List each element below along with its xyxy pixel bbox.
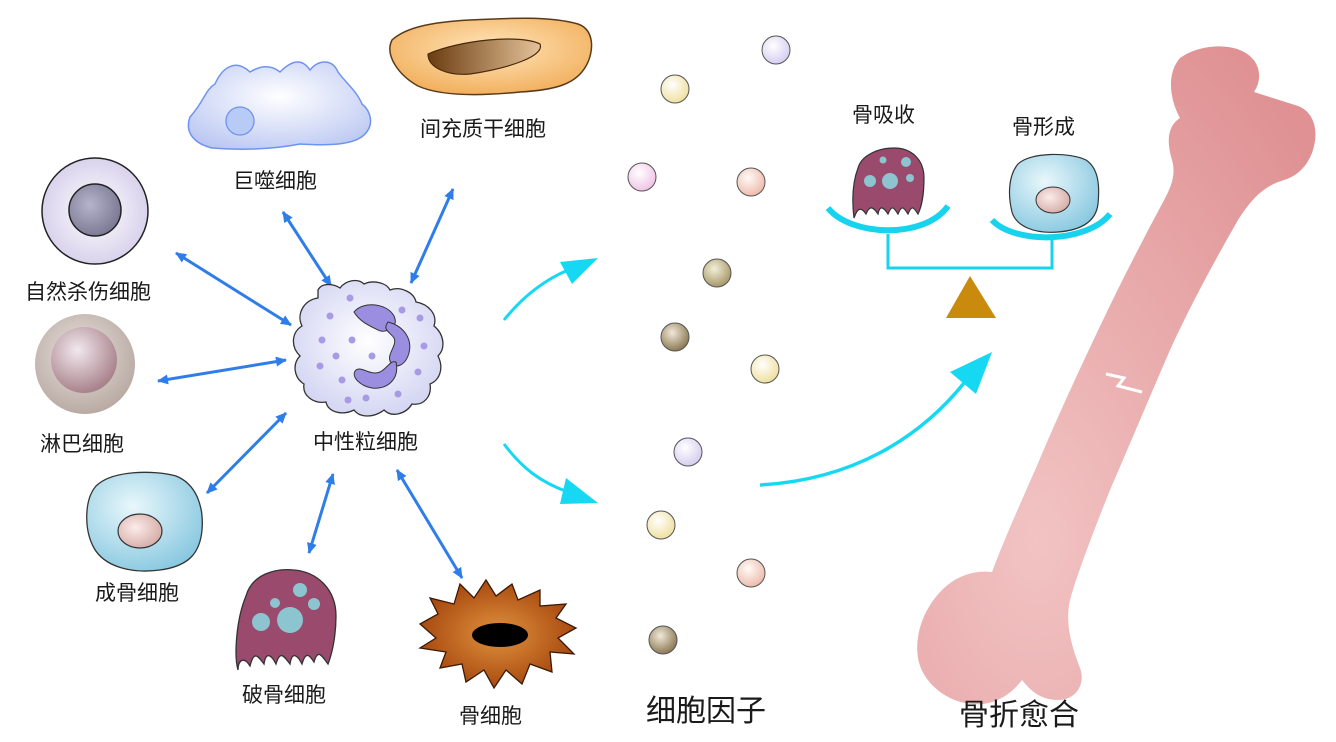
femur-bone: [917, 46, 1316, 705]
label-neutrophil: 中性粒细胞: [313, 430, 418, 454]
arrow-cytokines-to-healing: [759, 376, 970, 487]
arrow-to-cytokines-lower: [502, 443, 569, 494]
osteoblast-small: [1008, 153, 1100, 233]
arrow-neutrophil-mesenchymal: [409, 188, 455, 284]
nk-cell: [41, 157, 149, 265]
osteoclast-cell: [235, 568, 337, 671]
balance-scale: [825, 204, 1113, 318]
arrow-neutrophil-macrophage: [281, 211, 333, 287]
label-cytokines: 细胞因子: [646, 694, 766, 729]
osteoblast-cell: [86, 471, 203, 572]
label-osteoblast: 成骨细胞: [95, 581, 179, 605]
label-lymphocyte: 淋巴细胞: [40, 432, 124, 456]
bone-formation-pan: [989, 211, 1113, 241]
arrow-neutrophil-osteoclast: [307, 473, 335, 554]
mesenchymal-stem-cell: [389, 17, 593, 96]
label-bone-resorption: 骨吸收: [852, 103, 915, 127]
arrow-neutrophil-osteocyte: [395, 469, 464, 579]
label-macrophage: 巨噬细胞: [233, 169, 317, 193]
lymphocyte-cell: [35, 314, 135, 414]
arrow-neutrophil-osteoblast: [205, 411, 288, 495]
arrow-to-cytokines-upper: [502, 268, 569, 321]
bone-resorption-pan: [825, 204, 951, 234]
label-osteocyte: 骨细胞: [459, 704, 522, 728]
arrow-neutrophil-nk: [175, 251, 292, 327]
label-mesenchymal-stem-cell: 间充质干细胞: [420, 117, 546, 141]
osteoclast-small: [852, 147, 925, 219]
label-osteoclast: 破骨细胞: [242, 683, 326, 707]
interaction-arrows: [157, 188, 464, 579]
macrophage-cell: [187, 61, 372, 150]
arrow-neutrophil-lymphocyte: [157, 356, 287, 385]
neutrophil-cell: [292, 279, 444, 417]
label-bone-formation: 骨形成: [1012, 115, 1075, 139]
label-nk-cell: 自然杀伤细胞: [25, 280, 151, 304]
osteocyte-cell: [418, 578, 578, 690]
label-fracture-healing: 骨折愈合: [959, 698, 1079, 733]
cyan-arrows: [502, 258, 992, 504]
balance-fulcrum: [946, 276, 996, 318]
cytokine-particles: [627, 35, 791, 655]
